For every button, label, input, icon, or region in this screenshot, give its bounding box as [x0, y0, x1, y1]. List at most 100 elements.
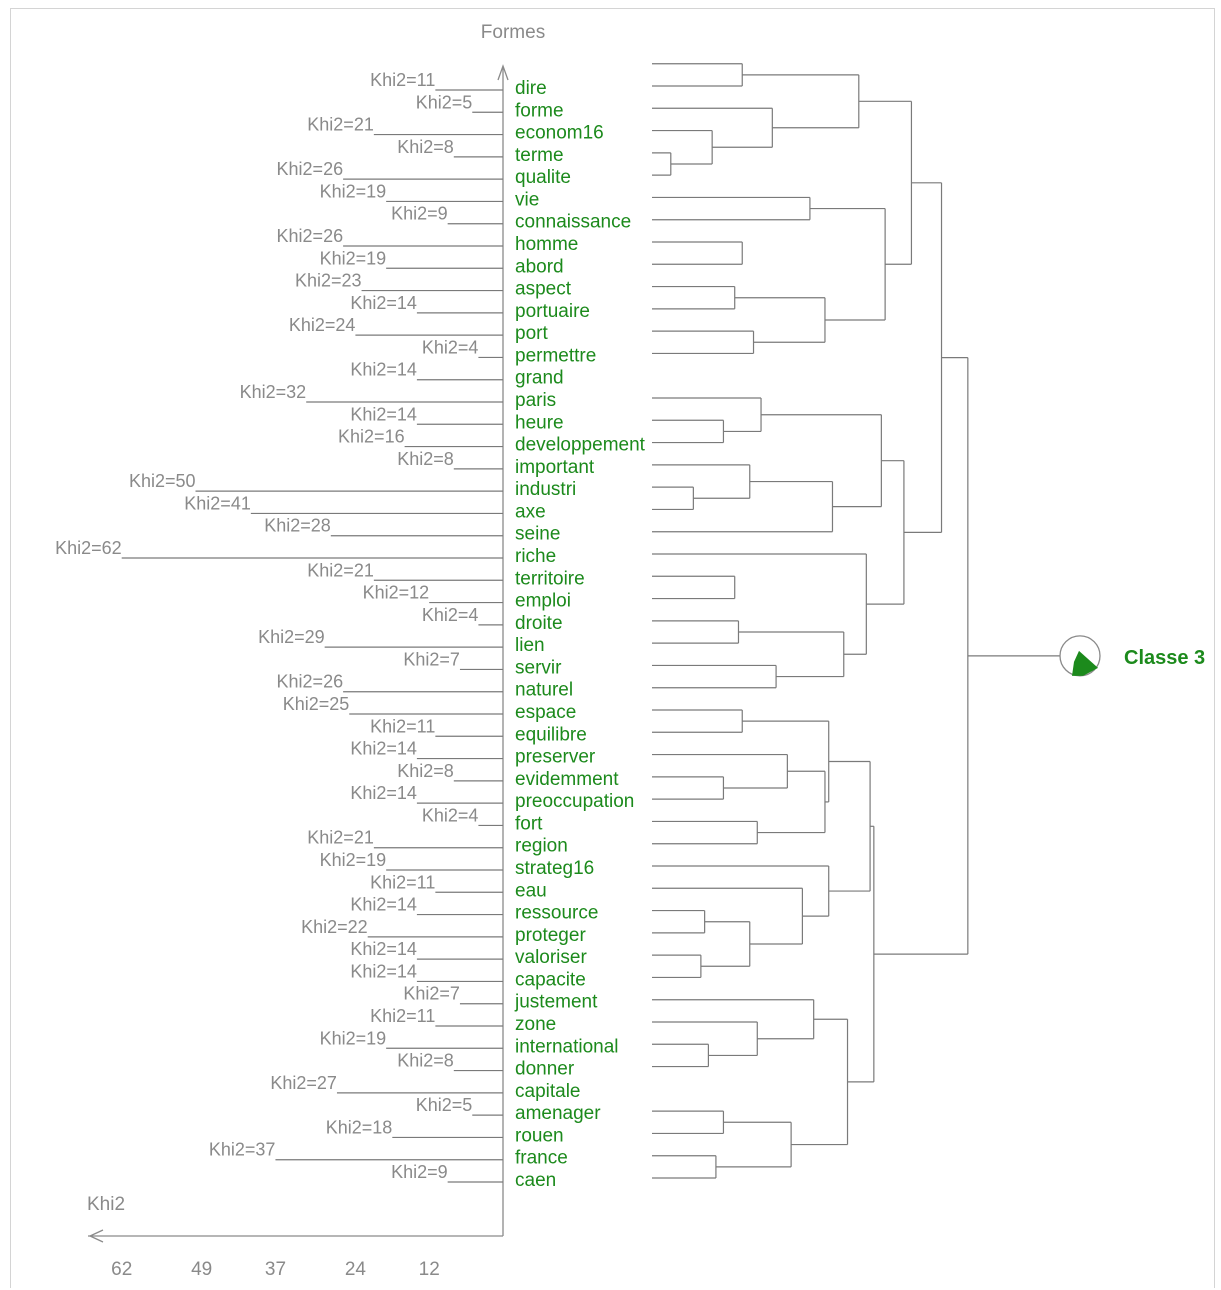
form-label: valoriser [515, 947, 587, 968]
class-node: Classe 3 [1059, 635, 1205, 677]
tick-label: 37 [265, 1259, 286, 1280]
form-label: abord [515, 256, 564, 277]
khi2-label: Khi2=32 [240, 382, 307, 402]
form-label: port [515, 323, 548, 344]
khi2-label: Khi2=14 [350, 939, 417, 959]
khi2-label: Khi2=19 [320, 181, 387, 201]
form-label: terme [515, 145, 564, 166]
khi2-label: Khi2=11 [370, 1006, 435, 1026]
form-label: capacite [515, 969, 586, 990]
form-label: riche [515, 546, 556, 567]
form-label: international [515, 1036, 619, 1057]
khi2-label: Khi2=21 [307, 828, 374, 848]
khi2-label: Khi2=26 [277, 672, 344, 692]
khi2-label: Khi2=7 [403, 984, 460, 1004]
khi2-label: Khi2=9 [391, 1162, 448, 1182]
khi2-label: Khi2=14 [350, 360, 417, 380]
khi2-label: Khi2=28 [264, 516, 331, 536]
form-label: rouen [515, 1125, 564, 1146]
figure-panel [10, 8, 1215, 1288]
form-label: qualite [515, 167, 571, 188]
khi2-leader-lines [121, 89, 503, 1183]
khi2-label: Khi2=8 [397, 137, 454, 157]
khi2-label: Khi2=26 [277, 226, 344, 246]
form-label: strateg16 [515, 858, 594, 879]
form-label: lien [515, 635, 545, 656]
class-node-arrow-icon [1072, 650, 1098, 676]
khi2-label: Khi2=8 [397, 449, 454, 469]
khi2-label: Khi2=29 [258, 627, 325, 647]
form-label: eau [515, 880, 547, 901]
khi2-label: Khi2=19 [320, 248, 387, 268]
khi2-label: Khi2=24 [289, 315, 356, 335]
form-label: naturel [515, 680, 573, 701]
khi2-label: Khi2=19 [320, 1028, 387, 1048]
khi2-label: Khi2=14 [350, 961, 417, 981]
form-label: ressource [515, 903, 598, 924]
khi2-label: Khi2=21 [307, 115, 374, 135]
form-label: fort [515, 813, 543, 834]
khi2-label: Khi2=41 [184, 493, 251, 513]
khi2-label: Khi2=4 [422, 337, 479, 357]
khi2-label: Khi2=23 [295, 271, 362, 291]
form-label: donner [515, 1059, 575, 1080]
khi2-label: Khi2=8 [397, 761, 454, 781]
khi2-label: Khi2=5 [416, 1095, 473, 1115]
khi2-label: Khi2=21 [307, 560, 374, 580]
khi2-label: Khi2=19 [320, 850, 387, 870]
khi2-label: Khi2=7 [403, 649, 460, 669]
form-label: proteger [515, 925, 586, 946]
khi2-label: Khi2=25 [283, 694, 350, 714]
form-label: evidemment [515, 769, 619, 790]
form-label: zone [515, 1014, 556, 1035]
form-label: equilibre [515, 724, 587, 745]
form-label: amenager [515, 1103, 601, 1124]
form-label: permettre [515, 345, 596, 366]
khi2-label: Khi2=4 [422, 805, 479, 825]
vertical-axis-title: Formes [481, 22, 545, 43]
khi2-label: Khi2=12 [363, 583, 430, 603]
khi2-label: Khi2=9 [391, 204, 448, 224]
khi2-label: Khi2=14 [350, 293, 417, 313]
form-label: grand [515, 368, 564, 389]
form-label: industri [515, 479, 576, 500]
vertical-axis-arrow [497, 64, 509, 81]
khi2-label: Khi2=22 [301, 917, 368, 937]
form-label: econom16 [515, 123, 604, 144]
form-label: homme [515, 234, 578, 255]
form-label: droite [515, 613, 563, 634]
dendrogram-tree [652, 63, 1060, 1179]
form-label: heure [515, 412, 564, 433]
khi2-label: Khi2=4 [422, 605, 479, 625]
tick-label: 49 [191, 1259, 212, 1280]
form-label: preoccupation [515, 791, 634, 812]
form-label: preserver [515, 747, 596, 768]
class-label: Classe 3 [1124, 647, 1205, 669]
khi2-label: Khi2=27 [270, 1073, 337, 1093]
form-label: caen [515, 1170, 556, 1191]
khi2-labels: Khi2=11Khi2=5Khi2=21Khi2=8Khi2=26Khi2=19… [55, 70, 478, 1182]
form-label: seine [515, 524, 560, 545]
form-label: connaissance [515, 212, 631, 233]
tick-label: 24 [345, 1259, 367, 1280]
form-label: forme [515, 100, 564, 121]
horizontal-axis-arrow [88, 1229, 104, 1243]
form-label: france [515, 1148, 568, 1169]
khi2-label: Khi2=14 [350, 783, 417, 803]
khi2-label: Khi2=50 [129, 471, 196, 491]
form-label: developpement [515, 435, 646, 456]
axes-group: Formes Khi2 [87, 22, 545, 1243]
form-label: axe [515, 501, 546, 522]
form-label: dire [515, 78, 547, 99]
khi2-label: Khi2=11 [370, 70, 435, 90]
form-label: region [515, 836, 568, 857]
form-label: emploi [515, 591, 571, 612]
khi2-label: Khi2=16 [338, 427, 405, 447]
form-label: vie [515, 189, 539, 210]
form-label: portuaire [515, 301, 590, 322]
khi2-label: Khi2=26 [277, 159, 344, 179]
form-label: territoire [515, 568, 585, 589]
